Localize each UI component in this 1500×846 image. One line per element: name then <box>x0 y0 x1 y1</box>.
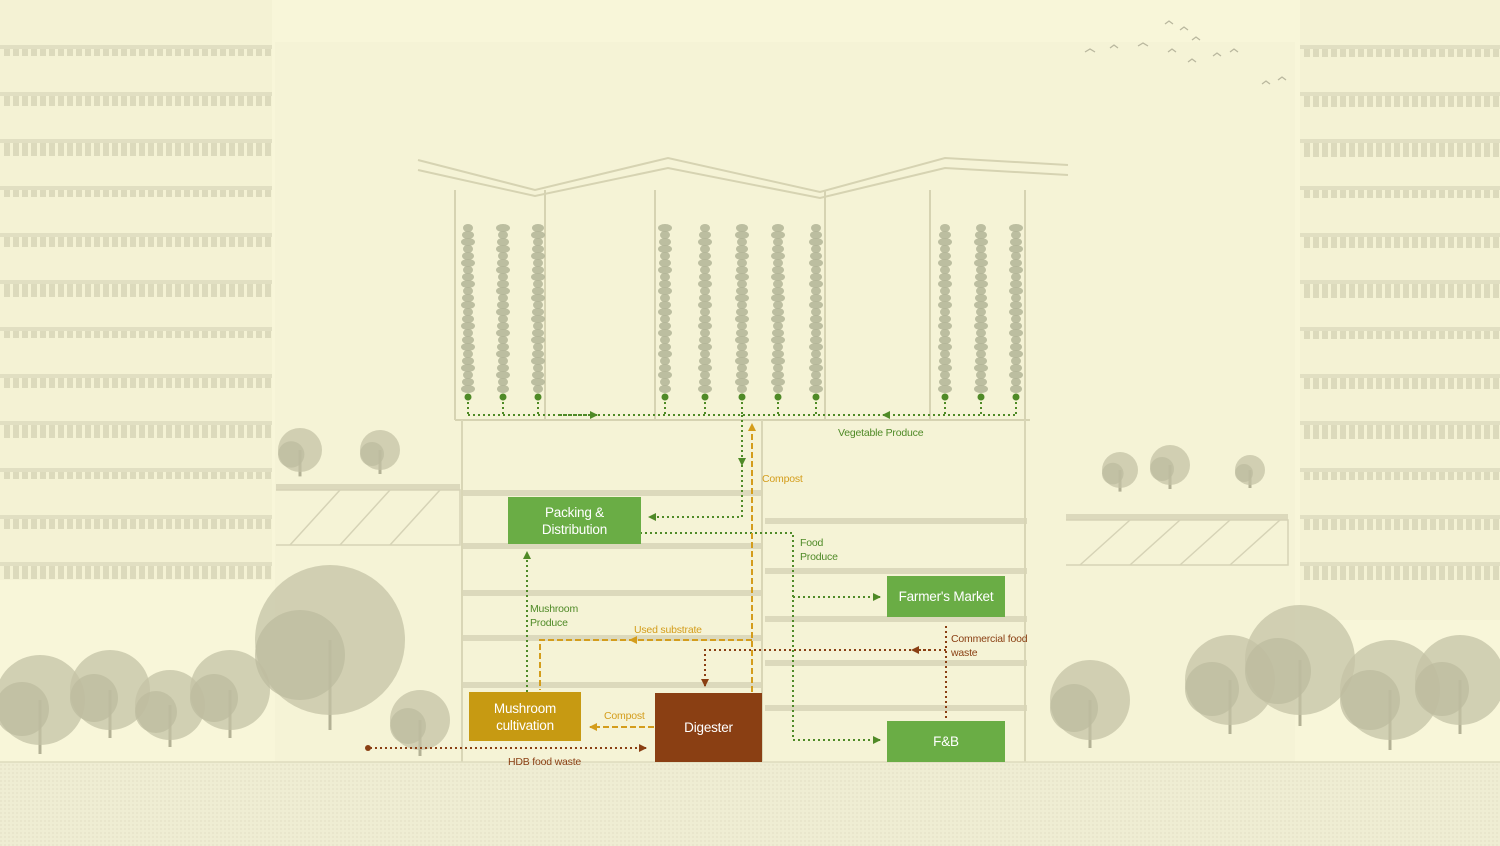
left-tower <box>0 0 272 580</box>
vertical-farm-columns <box>461 224 1023 393</box>
mushroom-produce-label: Mushroom Produce <box>530 603 578 629</box>
mid-block <box>275 42 1295 762</box>
birds <box>1084 20 1287 85</box>
packing-distribution-node: Packing & Distribution <box>508 497 641 544</box>
flow-food-waste <box>370 624 947 752</box>
bridges <box>276 489 1289 566</box>
digester-label: Digester <box>684 720 733 735</box>
food-produce-label: Food Produce <box>800 537 838 563</box>
vegetable-produce-label: Vegetable Produce <box>838 427 924 439</box>
digester-node: Digester <box>655 693 762 762</box>
fnb-node: F&B <box>887 721 1005 762</box>
mushroom-cultivation-label: Mushroom cultivation <box>493 700 557 733</box>
used-substrate-label: Used substrate <box>634 624 702 636</box>
hdb-food-waste-label: HDB food waste <box>508 756 582 768</box>
right-tower <box>1300 0 1500 620</box>
farmers-market-label: Farmer's Market <box>898 589 994 604</box>
farmers-market-node: Farmer's Market <box>887 576 1005 617</box>
flow-vegetable-produce <box>467 397 1017 744</box>
trees <box>0 428 1500 756</box>
floor-slabs <box>276 484 1288 711</box>
flow-nodes <box>464 393 1020 401</box>
fnb-label: F&B <box>933 734 959 749</box>
flow-compost <box>539 423 756 731</box>
commercial-food-waste-label: Commercial food waste <box>951 633 1028 659</box>
compost-upper-label: Compost <box>762 473 803 485</box>
compost-lower-label: Compost <box>604 710 645 722</box>
packing-distribution-label: Packing & Distribution <box>541 504 608 537</box>
building-walls <box>461 420 1026 770</box>
mushroom-cultivation-node: Mushroom cultivation <box>469 692 581 741</box>
